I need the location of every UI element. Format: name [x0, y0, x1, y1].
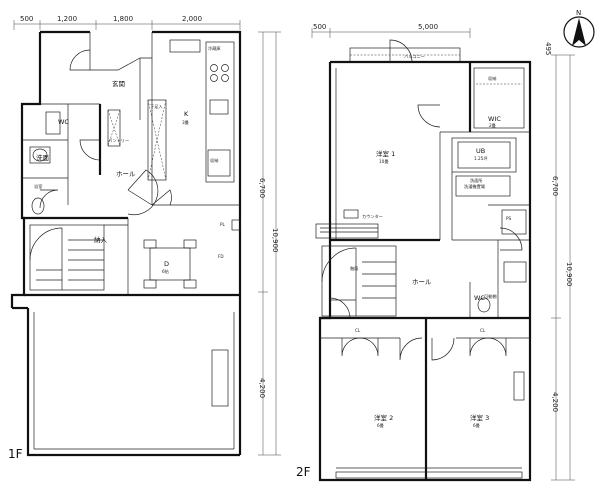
f1-dim-top-3: 1,800 [113, 15, 133, 23]
f2-room-wc: WC [474, 294, 485, 302]
floor-2-label: 2F [296, 465, 311, 479]
f1-room-yoku: 浴室 [34, 183, 42, 190]
f1-note-storage: 収納 [210, 157, 218, 164]
f2-room-wic-size: 2畳 [489, 123, 496, 128]
f2-note-shelf: 可動棚 [484, 293, 497, 300]
f2-dim-right-2: 6,700 [551, 176, 559, 196]
f1-note-pl: PL [220, 222, 226, 227]
f2-dim-top-1: 500 [313, 23, 326, 31]
f1-note-fridge: 冷蔵庫 [208, 45, 221, 52]
f2-dim-right-1: 495 [544, 42, 552, 55]
f2-dim-right-4: 4,200 [551, 392, 559, 412]
f2-room-bedroom1-size: 10畳 [379, 159, 389, 164]
f1-dim-right-2: 10,900 [271, 228, 279, 253]
f2-note-ps: PS [506, 216, 512, 221]
f2-room-washroom: 洗面所 [470, 177, 483, 184]
floor-2-plan: 500 5,000 495 6,700 10,900 4,200 [296, 23, 575, 482]
f2-room-ub-size: 1.25坪 [474, 155, 488, 162]
f1-room-wc: WC [58, 118, 69, 126]
f1-room-senmen: 洗面 [36, 153, 50, 162]
f1-dim-top-1: 500 [20, 15, 33, 23]
f2-room-cl2: CL [480, 328, 486, 333]
f2-room-cl1: CL [355, 328, 361, 333]
f2-room-bedroom2-size: 6畳 [377, 423, 384, 428]
f2-room-wic: WIC [488, 115, 501, 123]
f1-room-genkan: 玄関 [112, 79, 125, 88]
floor-1-plan: 500 1,200 1,800 2,000 6,700 10,900 4,200 [8, 15, 281, 461]
f1-room-dining: D [164, 260, 169, 268]
f1-room-kitchen: K [184, 110, 189, 118]
floor-1-label: 1F [8, 447, 23, 461]
f2-note-counter: カウンター [362, 213, 383, 220]
f1-room-dining-size: 6帖 [162, 268, 169, 275]
f2-room-storage-top: 収納 [488, 75, 496, 82]
f2-room-hall: ホール [412, 278, 432, 286]
f2-room-ub: UB [476, 147, 485, 155]
f2-room-bedroom3-size: 6畳 [473, 423, 480, 428]
f2-dim-right-3: 10,900 [565, 262, 573, 287]
f2-room-balcony: バルコニー [404, 54, 425, 59]
f2-room-bedroom2: 洋室 2 [374, 413, 393, 422]
f2-room-bedroom1: 洋室 1 [376, 149, 395, 158]
f1-dim-right-3: 4,200 [258, 378, 266, 398]
compass-icon: N [563, 9, 595, 48]
f1-dim-right-1: 6,700 [258, 178, 266, 198]
f1-room-nonyu: 納入 [94, 235, 108, 244]
f2-room-stair-hall: 階段 [350, 265, 359, 272]
f1-dim-top-2: 1,200 [57, 15, 77, 23]
f1-dim-top-4: 2,000 [182, 15, 202, 23]
f1-note-pantry: パントリー [108, 138, 129, 143]
f2-dim-top-2: 5,000 [418, 23, 438, 31]
f1-room-kitchen-size: 3畳 [182, 120, 189, 125]
f1-note-fd: FD [218, 254, 224, 259]
f1-room-hall: ホール [116, 170, 136, 178]
compass-label: N [576, 9, 581, 17]
f1-note-shoes: 下足入 [150, 104, 163, 110]
f2-room-bedroom3: 洋室 3 [470, 413, 489, 422]
f2-room-washroom-note: 洗濯機置場 [464, 183, 486, 190]
